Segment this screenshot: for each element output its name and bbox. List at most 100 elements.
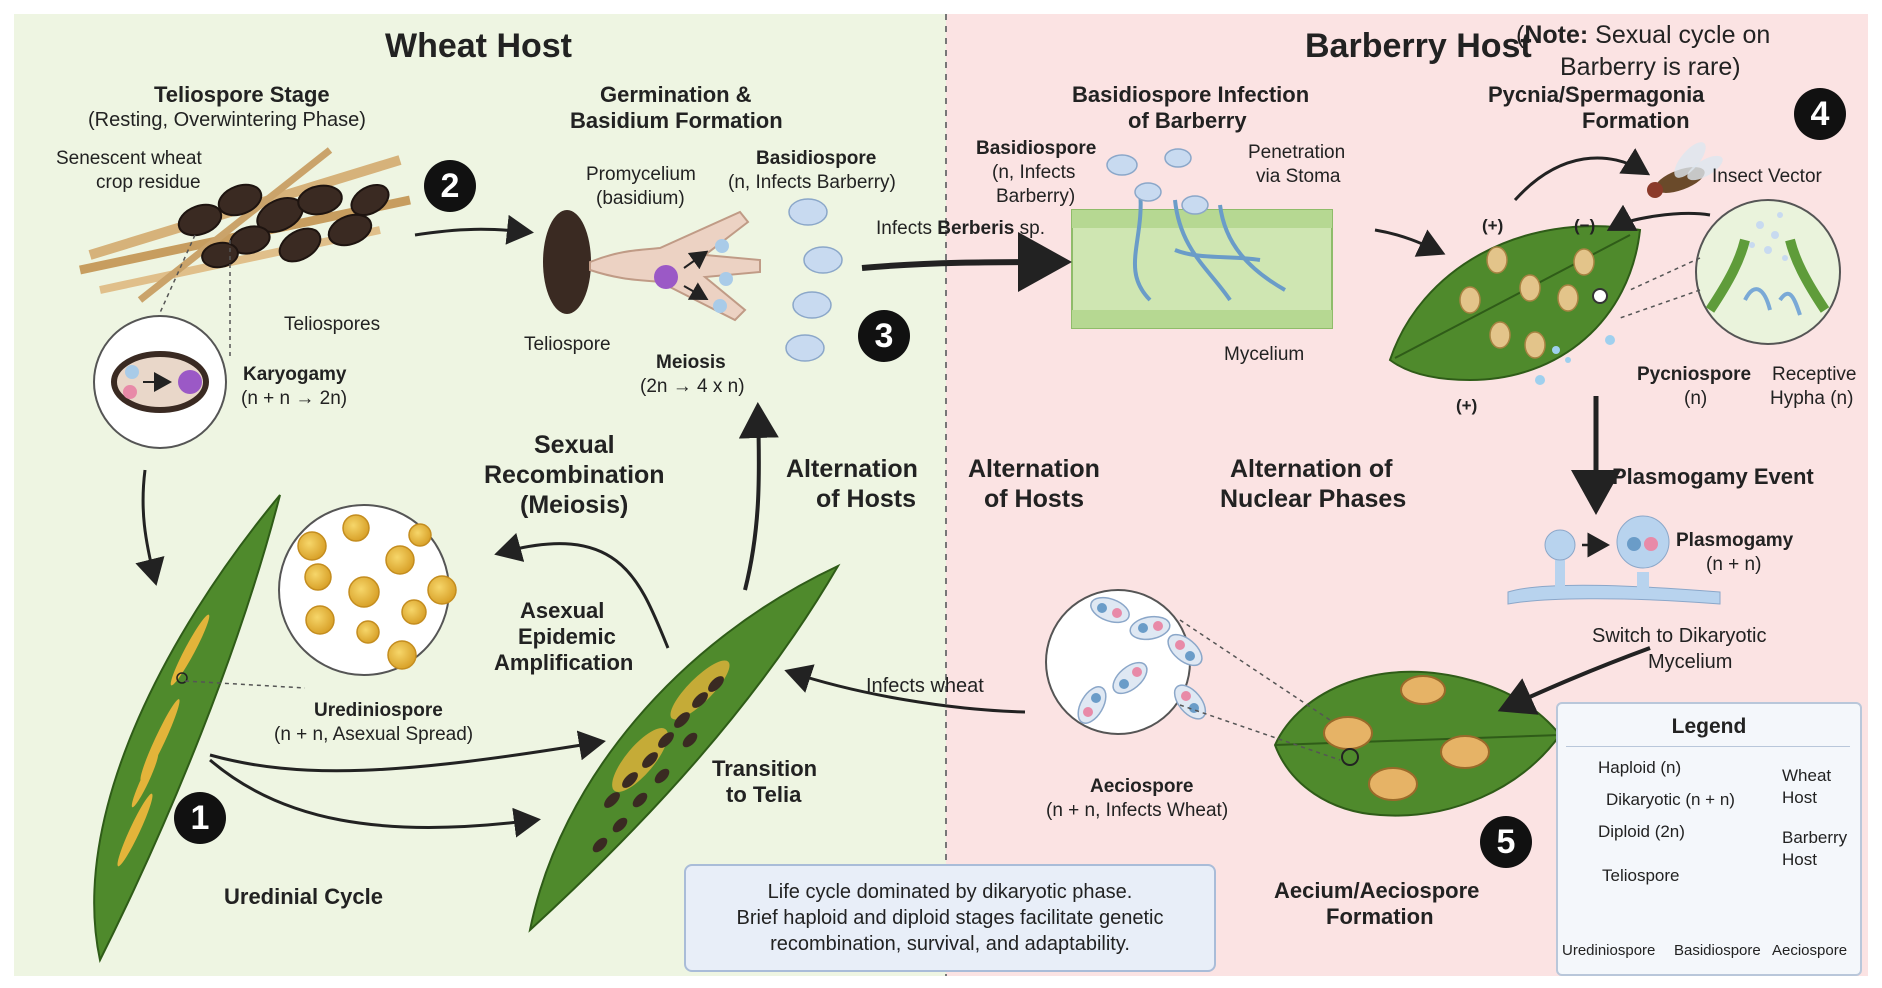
penetration-label-2: via Stoma bbox=[1256, 166, 1341, 187]
pycniospore-label: Pycniospore bbox=[1637, 364, 1752, 385]
legend-haploid: Haploid (n) bbox=[1598, 758, 1682, 777]
alternation-nuclear-label: Alternation of bbox=[1230, 455, 1393, 483]
teliospore-stage-subtitle: (Resting, Overwintering Phase) bbox=[88, 109, 366, 131]
cycle-arrows bbox=[135, 148, 1711, 838]
aeciospore-label: Aeciospore bbox=[1090, 776, 1194, 797]
alternation-hosts-left: Alternation bbox=[786, 455, 918, 483]
basidium-illustration bbox=[543, 198, 843, 362]
basidio-small-label-3: Barberry) bbox=[996, 186, 1076, 207]
summary-box: Life cycle dominated by dikaryotic phase… bbox=[684, 864, 1216, 972]
rarity-note: (Note: Sexual cycle on bbox=[1516, 21, 1771, 49]
pycnium-detail bbox=[1619, 199, 1841, 345]
minus-label: (−) bbox=[1574, 216, 1596, 235]
legend-title: Legend bbox=[1671, 715, 1747, 738]
sexual-recombination-label-2: Recombination bbox=[484, 461, 665, 489]
aecium-title: Aecium/Aeciospore bbox=[1274, 878, 1480, 903]
infects-berberis-label: Infects Berberis sp. bbox=[876, 218, 1045, 239]
plus-label-2: (+) bbox=[1456, 396, 1478, 415]
pycnia-title-2: Formation bbox=[1582, 108, 1690, 133]
karyogamy-detail bbox=[93, 234, 231, 449]
step-marker-4: 4 bbox=[1794, 88, 1846, 140]
legend-dikaryotic: Dikaryotic (n + n) bbox=[1606, 790, 1735, 809]
plasmogamy-label: Plasmogamy bbox=[1676, 530, 1794, 551]
legend-urediniospore: Urediniospore bbox=[1562, 942, 1656, 959]
germination-title-2: Basidium Formation bbox=[570, 108, 783, 133]
alternation-hosts-right: Alternation bbox=[968, 455, 1100, 483]
plasmogamy-illustration bbox=[1507, 515, 1721, 605]
pycniospore-sub: (n) bbox=[1684, 388, 1708, 409]
basidio-small-label-2: (n, Infects bbox=[992, 162, 1076, 183]
asexual-label-3: Amplification bbox=[494, 650, 634, 675]
barberry-host-heading: Barberry Host bbox=[1305, 27, 1532, 65]
mycelium-label: Mycelium bbox=[1224, 344, 1305, 365]
basidiospore-sub: (n, Infects Barberry) bbox=[728, 172, 896, 193]
alternation-hosts-left-2: of Hosts bbox=[816, 485, 916, 513]
urediniospore-label: Urediniospore bbox=[314, 700, 443, 721]
urediniospore-sub: (n + n, Asexual Spread) bbox=[274, 724, 474, 745]
insect-vector-illustration bbox=[1647, 142, 1723, 198]
leaf-cross-section bbox=[1071, 148, 1333, 329]
legend-barberry-host: Barberry bbox=[1782, 828, 1848, 847]
switch-label-2: Mycelium bbox=[1648, 651, 1733, 673]
pycnia-leaf bbox=[1388, 225, 1642, 385]
meiosis-sub: (2n → 4 x n) bbox=[640, 376, 745, 397]
infects-wheat-label: Infects wheat bbox=[866, 675, 984, 697]
switch-label: Switch to Dikaryotic bbox=[1592, 625, 1767, 647]
step-marker-1: 1 bbox=[174, 792, 226, 844]
rarity-note-line2: Barberry is rare) bbox=[1560, 53, 1741, 81]
sexual-recombination-label: Sexual bbox=[534, 431, 615, 459]
legend-divider bbox=[1566, 746, 1850, 747]
promycelium-label-2: (basidium) bbox=[596, 188, 685, 209]
alternation-nuclear-label-2: Nuclear Phases bbox=[1220, 485, 1407, 513]
basidiospore-label: Basidiospore bbox=[756, 148, 877, 169]
meiosis-label: Meiosis bbox=[656, 352, 726, 373]
aecium-title-2: Formation bbox=[1326, 904, 1434, 929]
plasmogamy-event-label: Plasmogamy Event bbox=[1612, 464, 1814, 489]
teliospore-label: Teliospore bbox=[524, 334, 611, 355]
legend-wheat-host-2: Host bbox=[1782, 788, 1817, 807]
uredinial-cycle-label: Uredinial Cycle bbox=[224, 884, 383, 909]
residue-label-2: crop residue bbox=[96, 172, 201, 193]
urediniospore-detail bbox=[184, 504, 457, 689]
legend-panel: Legend Haploid (n) Dikaryotic (n + n) Di… bbox=[1556, 702, 1862, 976]
aeciospore-detail bbox=[1045, 589, 1341, 761]
germination-title: Germination & bbox=[600, 82, 752, 107]
plus-label-1: (+) bbox=[1482, 216, 1504, 235]
karyogamy-sub: (n + n → 2n) bbox=[241, 388, 348, 409]
basidio-infection-title: Basidiospore Infection bbox=[1072, 82, 1310, 107]
residue-label-1: Senescent wheat bbox=[56, 148, 202, 169]
legend-wheat-host: Wheat bbox=[1782, 766, 1832, 785]
basidio-infection-title-2: of Barberry bbox=[1128, 108, 1247, 133]
transition-title: Transition bbox=[712, 756, 818, 781]
pycnia-title: Pycnia/Spermagonia bbox=[1488, 82, 1705, 107]
step-marker-3: 3 bbox=[858, 310, 910, 362]
karyogamy-label: Karyogamy bbox=[243, 364, 347, 385]
asexual-label-2: Epidemic bbox=[518, 624, 616, 649]
telia-wheat-leaf bbox=[528, 563, 841, 933]
teliospore-stage-title: Teliospore Stage bbox=[154, 82, 330, 107]
promycelium-label: Promycelium bbox=[586, 164, 696, 185]
summary-line-3: recombination, survival, and adaptabilit… bbox=[770, 933, 1130, 955]
plasmogamy-sub: (n + n) bbox=[1706, 554, 1762, 575]
summary-line-1: Life cycle dominated by dikaryotic phase… bbox=[767, 881, 1133, 903]
aeciospore-sub: (n + n, Infects Wheat) bbox=[1046, 800, 1229, 821]
receptive-label-2: Hypha (n) bbox=[1770, 388, 1854, 409]
legend-aeciospore: Aeciospore bbox=[1772, 942, 1848, 959]
receptive-label: Receptive bbox=[1772, 364, 1857, 385]
alternation-hosts-right-2: of Hosts bbox=[984, 485, 1084, 513]
teliospores-label: Teliospores bbox=[284, 314, 381, 335]
asexual-label: Asexual bbox=[520, 598, 605, 623]
summary-line-2: Brief haploid and diploid stages facilit… bbox=[736, 907, 1164, 929]
wheat-host-heading: Wheat Host bbox=[385, 27, 572, 65]
insect-vector-label: Insect Vector bbox=[1712, 166, 1822, 187]
penetration-label: Penetration bbox=[1248, 142, 1346, 163]
infected-wheat-leaf bbox=[93, 494, 281, 964]
basidio-small-label: Basidiospore bbox=[976, 138, 1097, 159]
wheat-residue-illustration bbox=[79, 147, 411, 303]
transition-title-2: to Telia bbox=[726, 782, 802, 807]
step-marker-2: 2 bbox=[424, 160, 476, 212]
wheat-panel bbox=[14, 14, 946, 976]
legend-basidiospore: Basidiospore bbox=[1674, 942, 1761, 959]
